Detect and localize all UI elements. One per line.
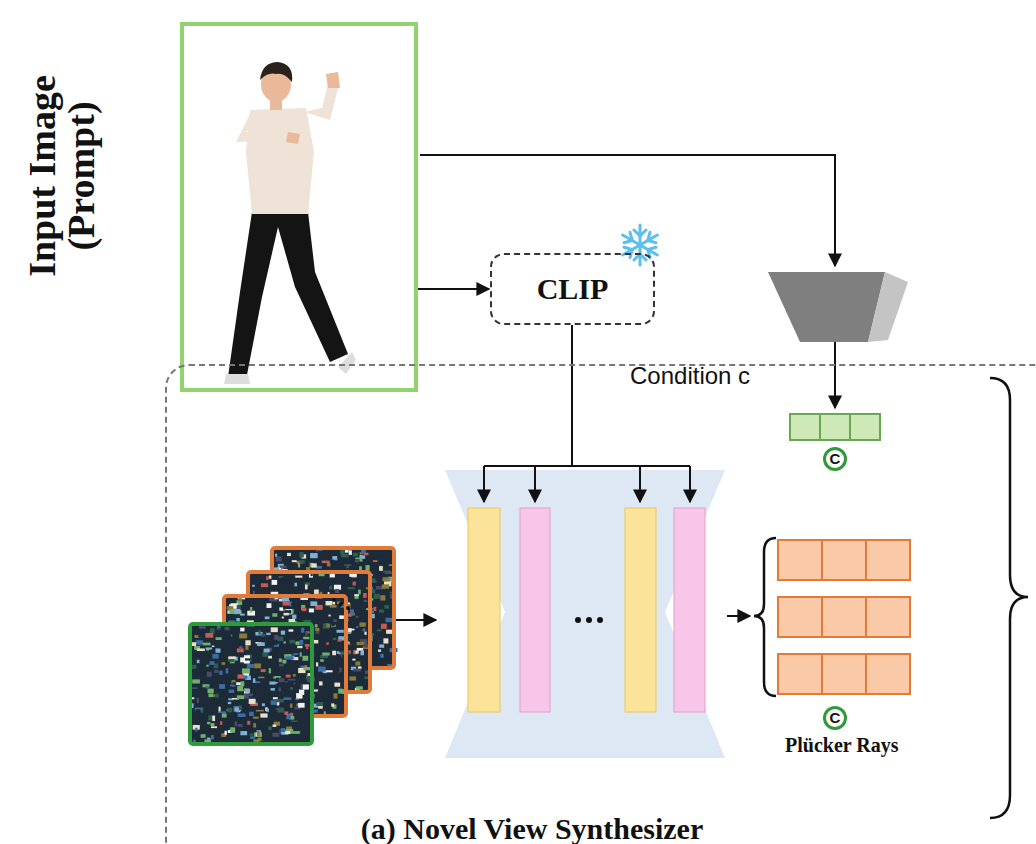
ray-tokens: [778, 540, 910, 694]
clip-box: CLIP: [490, 253, 655, 325]
noise-stack: [190, 548, 398, 744]
concat-symbol: C: [823, 447, 847, 471]
image-tokens: [790, 414, 880, 440]
concat-symbol: C: [823, 706, 847, 730]
condition-label: Condition c: [630, 362, 750, 390]
encoder-arrow: [420, 155, 835, 266]
token-arrow: [834, 342, 836, 408]
person-figure: [224, 62, 356, 384]
rays-label: Plücker Rays: [785, 734, 899, 757]
frozen-icon: [620, 225, 661, 265]
module-title: (a) Novel View Synthesizer: [287, 812, 777, 844]
unet-shape: [445, 470, 725, 758]
bracket: [754, 538, 776, 696]
model-name: CLIP: [537, 272, 609, 306]
unet-layers: [468, 508, 705, 712]
bracket: [990, 378, 1028, 818]
image-heading: Input Image (Prompt): [23, 26, 101, 326]
connector-arrow: [418, 288, 489, 290]
synthesizer-region: (a) Novel View Synthesizer: [165, 364, 1036, 844]
input-image-frame: Input Image (Prompt): [180, 22, 418, 392]
encoder-symbol: [768, 272, 908, 342]
